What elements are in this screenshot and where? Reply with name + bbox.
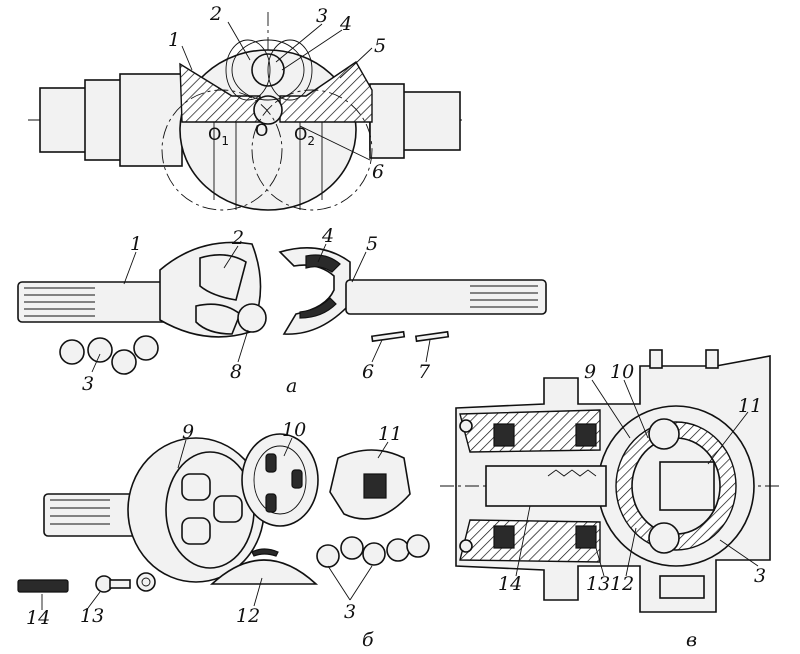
label-top-1: 1: [168, 29, 180, 51]
center-o1: O1: [208, 125, 229, 148]
section-view-v: [440, 349, 780, 613]
label-a-4: 4: [321, 225, 334, 247]
label-v-14: 14: [498, 573, 522, 595]
exploded-view-b: [17, 433, 430, 610]
top-assembly-view: [28, 12, 462, 212]
caption-b: б: [362, 629, 374, 651]
label-top-4: 4: [339, 13, 352, 35]
label-v-9: 9: [584, 361, 596, 383]
label-v-12: 12: [610, 573, 634, 595]
label-b-9: 9: [182, 421, 194, 443]
label-top-3: 3: [316, 5, 328, 27]
label-b-14: 14: [26, 607, 50, 629]
label-b-13: 13: [80, 605, 104, 627]
label-a-1: 1: [130, 233, 142, 255]
label-a-2: 2: [231, 227, 244, 249]
label-a-3: 3: [82, 373, 94, 395]
label-v-11: 11: [738, 395, 762, 417]
label-a-8: 8: [230, 361, 242, 383]
label-v-3: 3: [754, 565, 766, 587]
label-v-13: 13: [586, 573, 610, 595]
label-top-2: 2: [209, 3, 222, 25]
label-a-7: 7: [418, 361, 431, 383]
caption-a: а: [286, 375, 297, 397]
center-o2: O2: [294, 125, 315, 148]
label-b-12: 12: [236, 605, 260, 627]
label-a-6: 6: [362, 361, 374, 383]
label-a-5: 5: [366, 233, 378, 255]
label-v-10: 10: [610, 361, 634, 383]
exploded-view-a: [17, 241, 547, 375]
label-top-5: 5: [374, 35, 386, 57]
label-b-3: 3: [344, 601, 356, 623]
label-b-10: 10: [282, 419, 306, 441]
center-o: O: [255, 121, 268, 141]
caption-v: в: [686, 629, 697, 651]
label-b-11: 11: [378, 423, 402, 445]
part-labels: 1 2 3 4 5 6 O1 O O2 1 2 4 5 3 8 6 7 а 9 …: [26, 3, 766, 651]
label-top-6: 6: [372, 161, 384, 183]
